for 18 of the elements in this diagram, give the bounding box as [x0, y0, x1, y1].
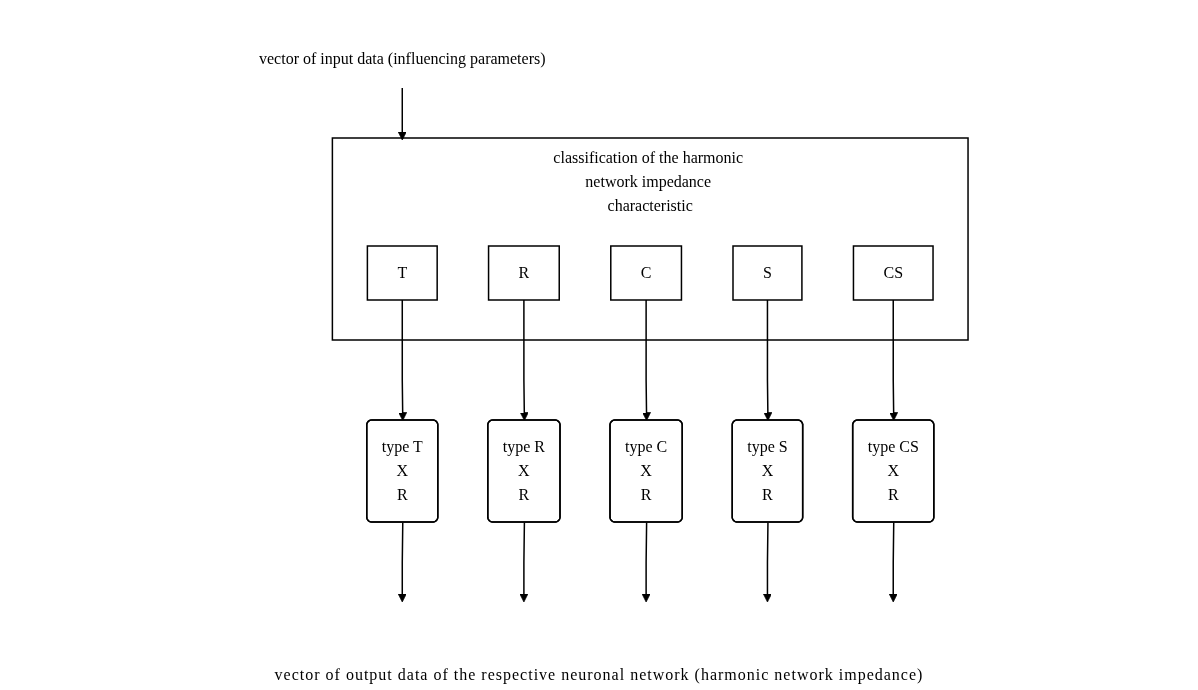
arrow [763, 299, 773, 421]
node-box: CS [853, 245, 935, 301]
node-text: vector of input data (influencing parameters) [259, 50, 547, 67]
arrow [889, 521, 899, 603]
arrow [398, 87, 408, 141]
node-box: S [732, 245, 804, 301]
node-box: C [610, 245, 683, 301]
arrow [398, 299, 408, 421]
arrow [642, 521, 651, 603]
arrow [520, 521, 529, 603]
arrow [642, 299, 652, 421]
arrow [398, 521, 408, 603]
caption-text: vector of output data of the respective neuronal network (harmonic network impedance) [274, 666, 924, 684]
arrow [520, 299, 530, 421]
node-box: T [367, 245, 439, 301]
arrow [763, 521, 773, 603]
node-box: R [488, 245, 561, 301]
arrow [889, 299, 899, 421]
